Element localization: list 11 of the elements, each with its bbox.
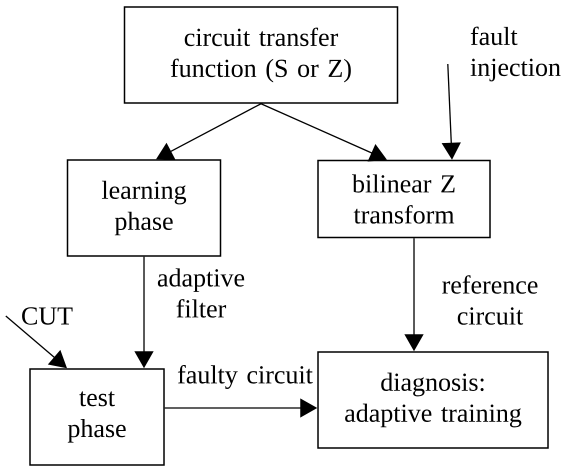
process-box: learning phase xyxy=(66,159,222,257)
arrow xyxy=(5,316,67,368)
edge-label: reference circuit xyxy=(436,274,544,326)
edge-label: adaptive filter xyxy=(152,267,250,319)
process-box: diagnosis: adaptive training xyxy=(317,351,549,449)
edge-label: faulty circuit xyxy=(174,364,316,390)
input-text: fault injection xyxy=(470,26,561,82)
process-box: circuit transfer function (S or Z) xyxy=(124,6,398,104)
input-text: CUT xyxy=(22,307,73,325)
process-box: bilinear Z transform xyxy=(317,160,491,238)
process-box: test phase xyxy=(29,368,165,466)
